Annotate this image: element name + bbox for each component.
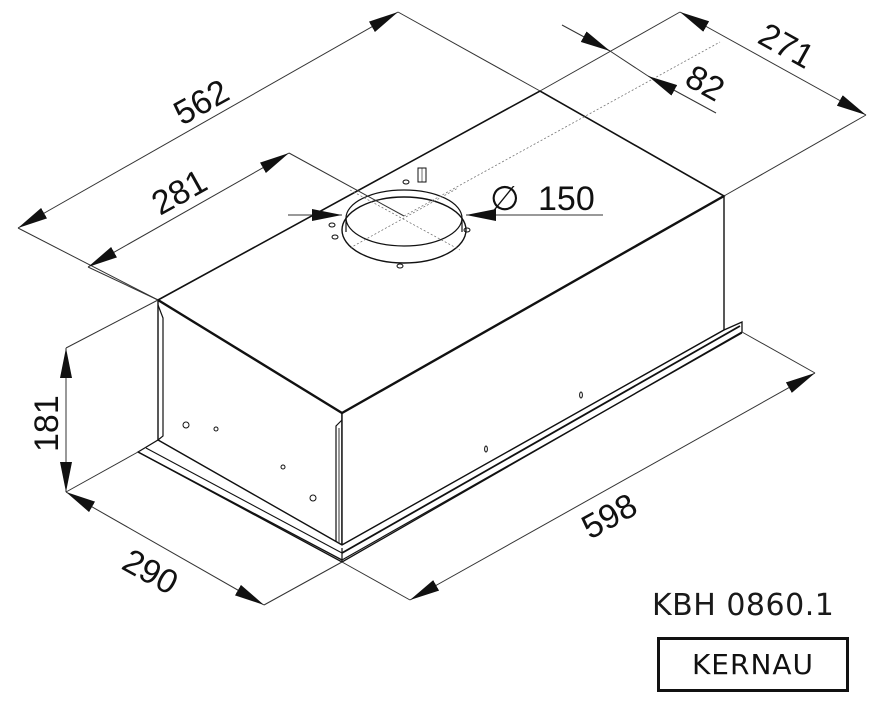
dim-562: 562 [167,72,235,133]
brand-logo: KERNAU [657,637,849,692]
dim-281: 281 [145,162,213,223]
dim-82: 82 [679,58,731,110]
hood-body [136,90,743,563]
dim-181: 181 [28,395,66,452]
dim-598: 598 [575,486,643,547]
model-number: KBH 0860.1 [652,588,835,623]
dim-150: 150 [538,180,595,218]
dim-271: 271 [752,16,820,77]
dim-290: 290 [116,542,184,603]
dim-diameter-symbol: ∅ [490,180,520,218]
dimension-lines [17,11,867,606]
bottom-trim [136,320,743,563]
brand-name: KERNAU [691,648,815,681]
